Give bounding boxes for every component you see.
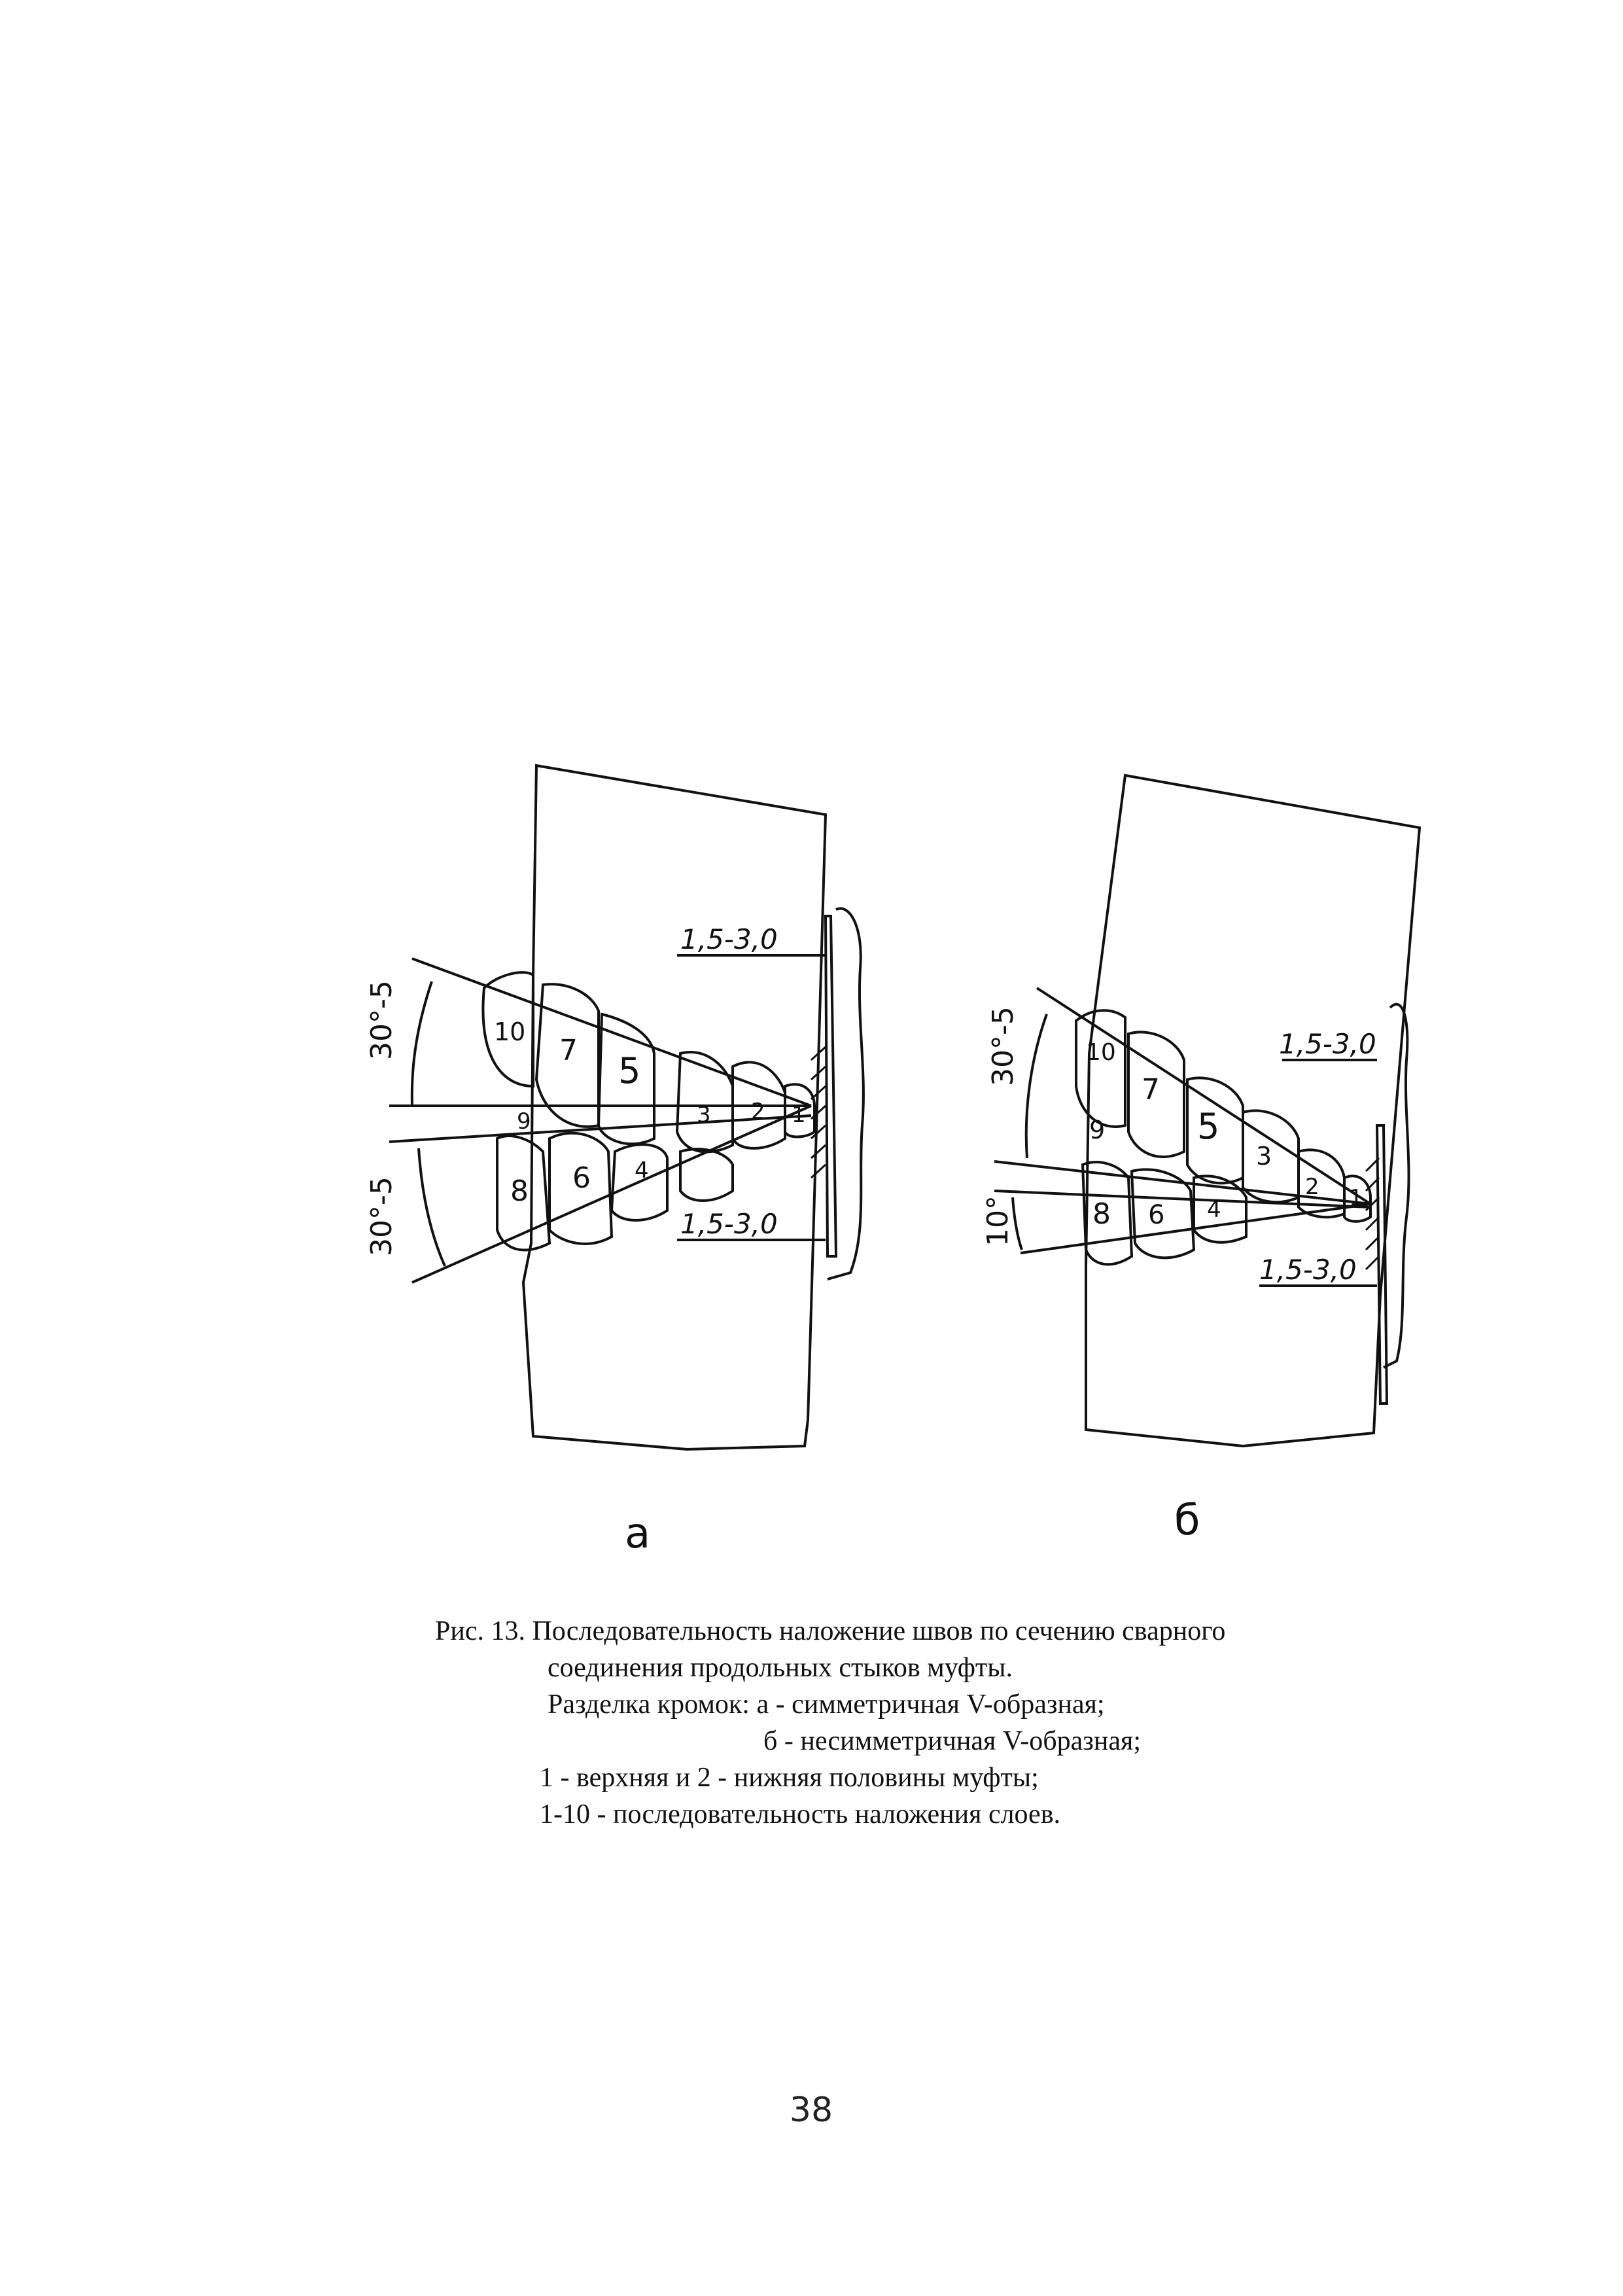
- bead-number: 2: [1305, 1174, 1319, 1200]
- bevel-line-lower-b: [1020, 1203, 1371, 1254]
- bevel-line-upper-b: [1036, 987, 1372, 1205]
- base-metal-edge-a: [827, 907, 865, 1280]
- bead-number: 2: [751, 1099, 765, 1125]
- bead-numbers-b: 1 2 3 4 5 6 7 8 9 10: [1086, 1039, 1363, 1231]
- backing-strip-a: [824, 915, 838, 1258]
- bead-number: 3: [1256, 1142, 1272, 1171]
- bead-number: 8: [510, 1174, 529, 1208]
- bead-number: 10: [1086, 1039, 1116, 1066]
- plate-outline-b: [1085, 773, 1422, 1448]
- bead-number: 8: [1092, 1197, 1111, 1231]
- angle-arc-lower-b: [1011, 1197, 1023, 1250]
- caption-line-4: б - несимметричная V-образная;: [763, 1726, 1142, 1756]
- bead-number: 6: [1148, 1200, 1164, 1230]
- angle-arc-lower-a: [417, 1148, 446, 1267]
- weld-beads-b: [1075, 1009, 1372, 1266]
- bead-number: 9: [1089, 1116, 1105, 1144]
- drawing-a: [389, 764, 865, 1451]
- axis-line-b2: [994, 1190, 1371, 1209]
- bead-number: 7: [1142, 1073, 1160, 1106]
- bead-number: 1: [792, 1102, 806, 1128]
- page-number: 38: [789, 2091, 833, 2130]
- bead-number: 5: [618, 1050, 640, 1091]
- gap-label-top-b: 1,5-3,0: [1279, 1028, 1376, 1060]
- bead-number: 4: [1207, 1197, 1221, 1223]
- sub-label-b: б: [1174, 1496, 1200, 1545]
- figure-caption: Рис. 13. Последовательность наложение шв…: [435, 1613, 1416, 1833]
- caption-line-2: соединения продольных стыков муфты.: [548, 1653, 1013, 1683]
- angle-label-upper-a: 30°-5: [365, 980, 398, 1060]
- bead-number: 5: [1197, 1106, 1219, 1147]
- caption-line-1: Рис. 13. Последовательность наложение шв…: [435, 1616, 1226, 1646]
- bead-number: 3: [697, 1102, 711, 1128]
- weld-beads-a: [481, 971, 816, 1252]
- angle-label-lower-a: 30°-5: [365, 1176, 398, 1256]
- plate-outline-a: [521, 764, 828, 1451]
- bead-number: 9: [517, 1108, 531, 1135]
- caption-line-6: 1-10 - последовательность наложения слое…: [540, 1799, 1061, 1829]
- bead-number: 7: [559, 1034, 578, 1067]
- bead-number: 10: [494, 1017, 525, 1046]
- gap-label-bottom-b: 1,5-3,0: [1259, 1254, 1357, 1286]
- angle-arc-upper-b: [1024, 1014, 1048, 1159]
- base-metal-edge-b: [1383, 1002, 1410, 1369]
- bead-number: 4: [635, 1157, 649, 1184]
- angle-arc-upper-a: [410, 981, 433, 1106]
- caption-line-5: 1 - верхняя и 2 - нижняя половины муфты;: [540, 1763, 1039, 1793]
- bead-number: 6: [572, 1161, 591, 1195]
- bead-numbers-a: 1 2 3 4 5 6 7 8 9 10: [494, 1017, 806, 1208]
- drawing-b: [994, 773, 1422, 1448]
- bead-number: 1: [1349, 1185, 1363, 1211]
- gap-label-bottom-a: 1,5-3,0: [680, 1208, 778, 1240]
- gap-label-top-a: 1,5-3,0: [680, 923, 778, 955]
- bevel-line-upper-a: [411, 957, 812, 1107]
- sub-label-a: а: [625, 1510, 650, 1558]
- caption-line-3: Разделка кромок: а - симметричная V-обра…: [548, 1689, 1105, 1720]
- backing-strip-b: [1375, 1124, 1389, 1405]
- angle-label-lower-b: 10°: [981, 1195, 1015, 1246]
- angle-label-upper-b: 30°-5: [986, 1006, 1020, 1086]
